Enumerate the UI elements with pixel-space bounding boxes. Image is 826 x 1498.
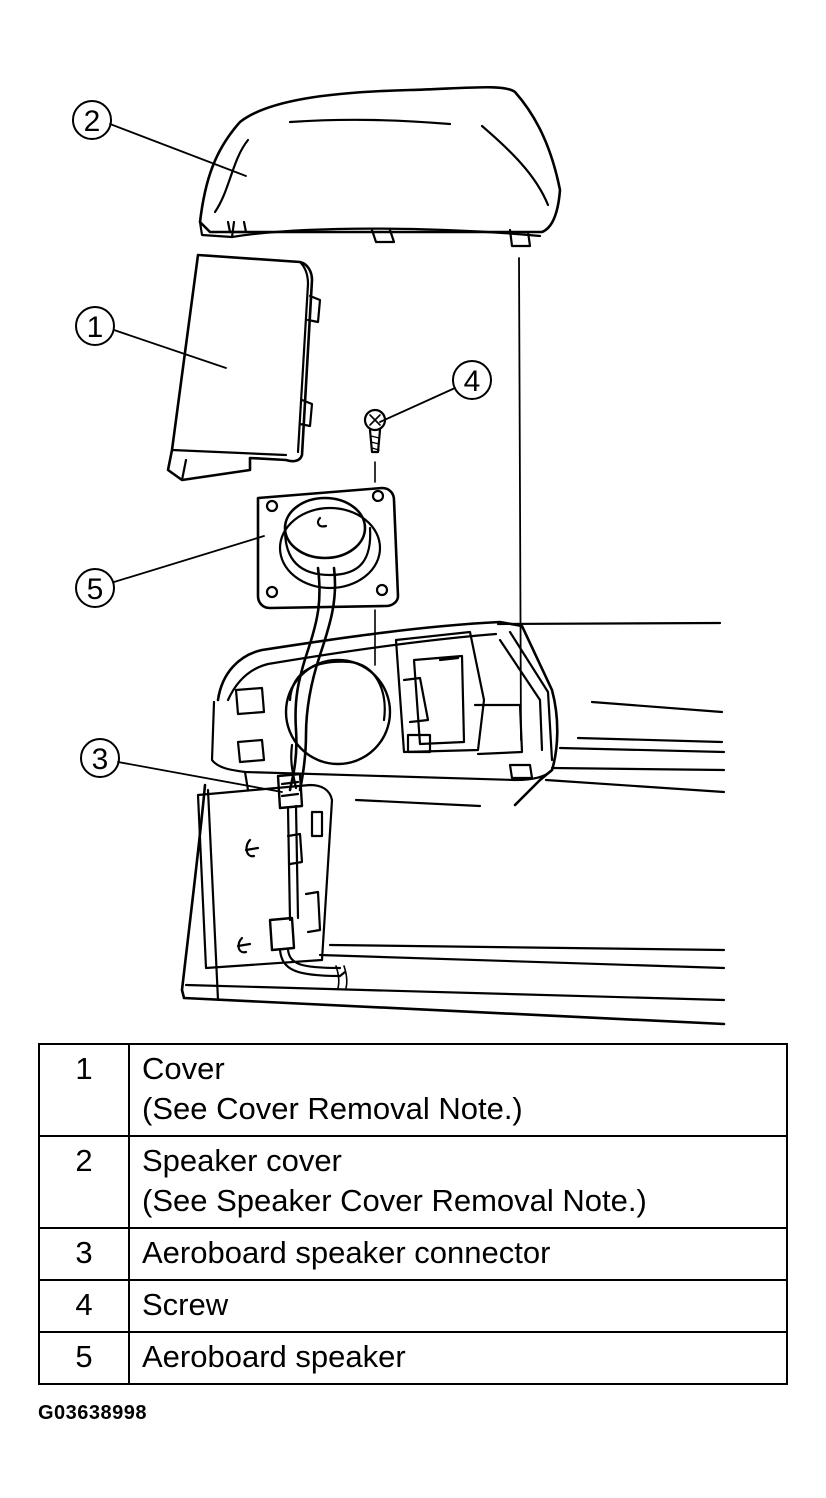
- callout-2-label: 2: [84, 105, 101, 138]
- screw-part: [363, 408, 387, 483]
- console-body: [210, 620, 726, 807]
- part-name: Screw: [142, 1287, 229, 1322]
- parts-legend-table: 1 Cover (See Cover Removal Note.) 2 Spea…: [38, 1043, 788, 1385]
- alignment-line-cover: [518, 257, 522, 741]
- callout-1: 1: [75, 306, 115, 346]
- leader-line-5: [113, 535, 265, 583]
- part-number: 5: [38, 1331, 130, 1385]
- callout-3: 3: [80, 738, 120, 778]
- part-name: Cover: [142, 1051, 225, 1086]
- cover-part: [166, 253, 322, 482]
- part-description: Speaker cover (See Speaker Cover Removal…: [128, 1135, 788, 1229]
- table-row: 3 Aeroboard speaker connector: [38, 1227, 788, 1281]
- callout-5-label: 5: [87, 573, 104, 606]
- callout-1-label: 1: [87, 311, 104, 344]
- callout-3-label: 3: [92, 743, 109, 776]
- table-row: 1 Cover (See Cover Removal Note.): [38, 1043, 788, 1137]
- part-note: (See Cover Removal Note.): [142, 1091, 523, 1126]
- table-row: 2 Speaker cover (See Speaker Cover Remov…: [38, 1135, 788, 1229]
- part-description: Aeroboard speaker connector: [128, 1227, 788, 1281]
- aeroboard-speaker-part: [256, 486, 400, 792]
- part-name: Aeroboard speaker: [142, 1339, 406, 1374]
- part-note: (See Speaker Cover Removal Note.): [142, 1183, 647, 1218]
- callout-4: 4: [452, 360, 492, 400]
- part-description: Aeroboard speaker: [128, 1331, 788, 1385]
- part-number: 1: [38, 1043, 130, 1137]
- callout-2: 2: [72, 100, 112, 140]
- leader-line-3: [117, 761, 283, 793]
- callout-4-label: 4: [464, 365, 481, 398]
- callout-5: 5: [75, 568, 115, 608]
- table-row: 5 Aeroboard speaker: [38, 1331, 788, 1385]
- part-name: Aeroboard speaker connector: [142, 1235, 551, 1270]
- leader-line-1: [113, 329, 227, 369]
- lower-panel: [180, 743, 726, 1026]
- part-description: Screw: [128, 1279, 788, 1333]
- part-number: 4: [38, 1279, 130, 1333]
- part-name: Speaker cover: [142, 1143, 342, 1178]
- part-number: 3: [38, 1227, 130, 1281]
- speaker-cover-part: [198, 85, 562, 248]
- table-row: 4 Screw: [38, 1279, 788, 1333]
- leader-line-2: [109, 123, 247, 177]
- figure-id: G03638998: [38, 1402, 148, 1424]
- part-description: Cover (See Cover Removal Note.): [128, 1043, 788, 1137]
- leader-line-4: [379, 387, 456, 423]
- exploded-view-diagram: 2 1 4 5 3: [72, 85, 726, 1026]
- part-number: 2: [38, 1135, 130, 1229]
